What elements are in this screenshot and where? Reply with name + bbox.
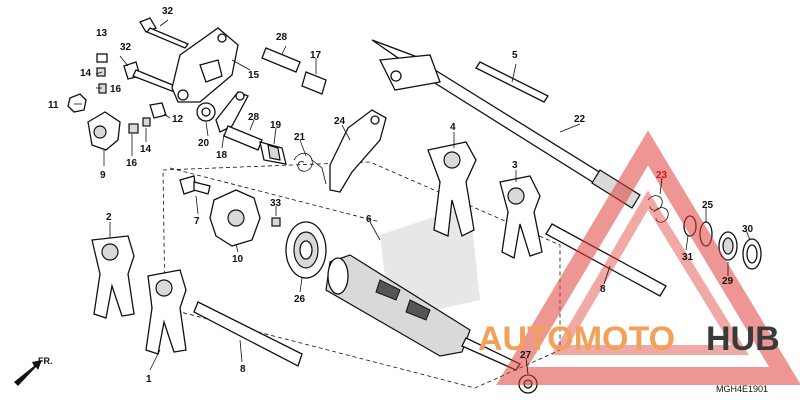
diagram-code: MGH4E1901 bbox=[716, 384, 768, 394]
label-33: 33 bbox=[270, 198, 282, 209]
label-32-lower: 32 bbox=[120, 42, 132, 53]
shift-arm-24 bbox=[329, 109, 387, 193]
label-23: 23 bbox=[656, 170, 668, 181]
label-8-right: 8 bbox=[600, 284, 606, 295]
collar-19 bbox=[259, 141, 287, 165]
small-parts-14-16-right bbox=[128, 117, 151, 134]
label-30: 30 bbox=[742, 224, 754, 235]
label-31: 31 bbox=[682, 252, 694, 263]
label-1: 1 bbox=[146, 374, 152, 385]
drum-center-10 bbox=[209, 189, 261, 247]
label-14-right: 14 bbox=[140, 144, 152, 155]
label-4: 4 bbox=[450, 122, 456, 133]
bearing-29 bbox=[718, 231, 738, 261]
bearing-26 bbox=[285, 221, 327, 279]
label-13: 13 bbox=[96, 28, 108, 39]
label-22: 22 bbox=[574, 114, 586, 125]
part-labels: 32 13 32 14 16 11 12 20 18 15 28 17 28 1… bbox=[48, 6, 754, 385]
shift-fork-2 bbox=[91, 235, 135, 319]
label-20: 20 bbox=[198, 138, 210, 149]
fork-shaft-8-right bbox=[545, 223, 667, 297]
shift-fork-4 bbox=[427, 141, 477, 237]
label-32-top: 32 bbox=[162, 6, 174, 17]
leader-lines bbox=[74, 19, 751, 375]
pin-33 bbox=[271, 217, 281, 227]
label-12: 12 bbox=[172, 114, 184, 125]
lever-18 bbox=[215, 91, 249, 133]
label-21: 21 bbox=[294, 132, 306, 143]
label-28-upper: 28 bbox=[276, 32, 288, 43]
label-11: 11 bbox=[48, 100, 59, 111]
watermark-logo: AUTOMOTO HUB bbox=[478, 320, 780, 358]
label-27: 27 bbox=[520, 350, 532, 361]
clip-12 bbox=[149, 102, 167, 119]
label-10: 10 bbox=[232, 254, 244, 265]
pin-5 bbox=[475, 61, 549, 103]
label-19: 19 bbox=[270, 120, 282, 131]
direction-label: FR. bbox=[38, 356, 53, 366]
bolt-7 bbox=[179, 175, 211, 195]
stopper-arm-9 bbox=[87, 111, 121, 151]
shift-fork-3 bbox=[499, 175, 543, 259]
label-29: 29 bbox=[722, 276, 734, 287]
stopper-plate-15 bbox=[171, 27, 239, 103]
watermark-triangle bbox=[496, 130, 800, 385]
label-28-lower: 28 bbox=[248, 112, 260, 123]
spring-21 bbox=[293, 152, 327, 185]
shift-drum-6 bbox=[325, 254, 521, 371]
pin-28-upper bbox=[261, 47, 301, 73]
label-18: 18 bbox=[216, 150, 228, 161]
washer-20 bbox=[196, 102, 216, 122]
label-14-left: 14 bbox=[80, 68, 92, 79]
watermark-text-hub: HUB bbox=[706, 320, 780, 358]
collar-17 bbox=[301, 71, 327, 95]
label-16-left: 16 bbox=[110, 84, 122, 95]
fork-shaft-8-left bbox=[193, 301, 303, 367]
label-7: 7 bbox=[194, 216, 200, 227]
label-26: 26 bbox=[294, 294, 306, 305]
front-direction-indicator: FR. bbox=[14, 356, 53, 386]
label-15: 15 bbox=[248, 70, 260, 81]
label-17: 17 bbox=[310, 50, 322, 61]
label-2: 2 bbox=[106, 212, 112, 223]
label-16-right: 16 bbox=[126, 158, 138, 169]
nut-11 bbox=[67, 93, 87, 113]
ring-30 bbox=[742, 238, 762, 270]
label-3: 3 bbox=[512, 160, 518, 171]
label-8-left: 8 bbox=[240, 364, 246, 375]
bolt-32-top bbox=[139, 17, 190, 49]
watermark-text-automoto: AUTOMOTO bbox=[478, 320, 675, 358]
label-24: 24 bbox=[334, 116, 346, 127]
label-5: 5 bbox=[512, 50, 518, 61]
pin-28-lower bbox=[223, 125, 263, 151]
label-9: 9 bbox=[100, 170, 106, 181]
label-6: 6 bbox=[366, 214, 372, 225]
label-25: 25 bbox=[702, 200, 714, 211]
spring-23 bbox=[647, 195, 669, 223]
shift-fork-1 bbox=[145, 269, 187, 355]
